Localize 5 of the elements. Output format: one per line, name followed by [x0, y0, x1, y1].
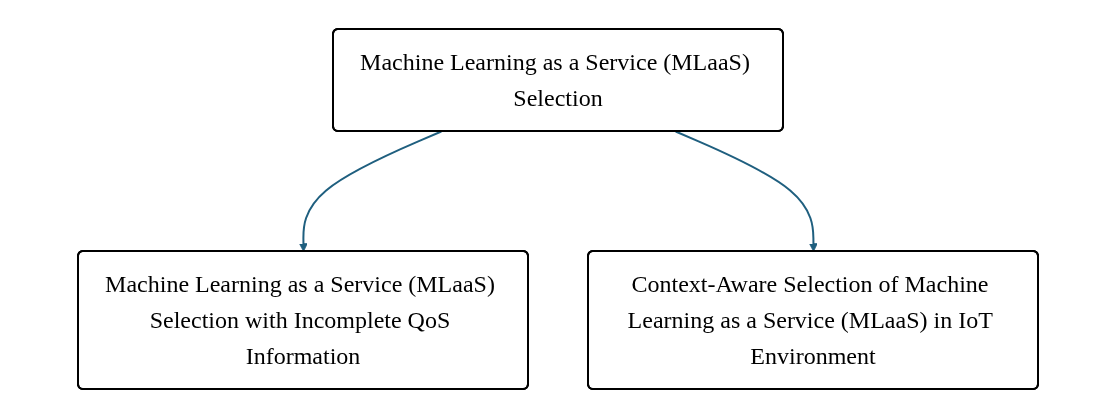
node-text: Machine Learning as a Service (MLaaS) Selection with Incomplete QoS Information [104, 271, 495, 369]
arrow [298, 130, 442, 252]
arrow [674, 130, 818, 252]
node-text: Context-Aware Selection of Machine Learning as a Service (MLaaS) in IoT Environment [627, 271, 992, 369]
node-text: Machine Learning as a Service (MLaaS) Selection [359, 49, 750, 111]
